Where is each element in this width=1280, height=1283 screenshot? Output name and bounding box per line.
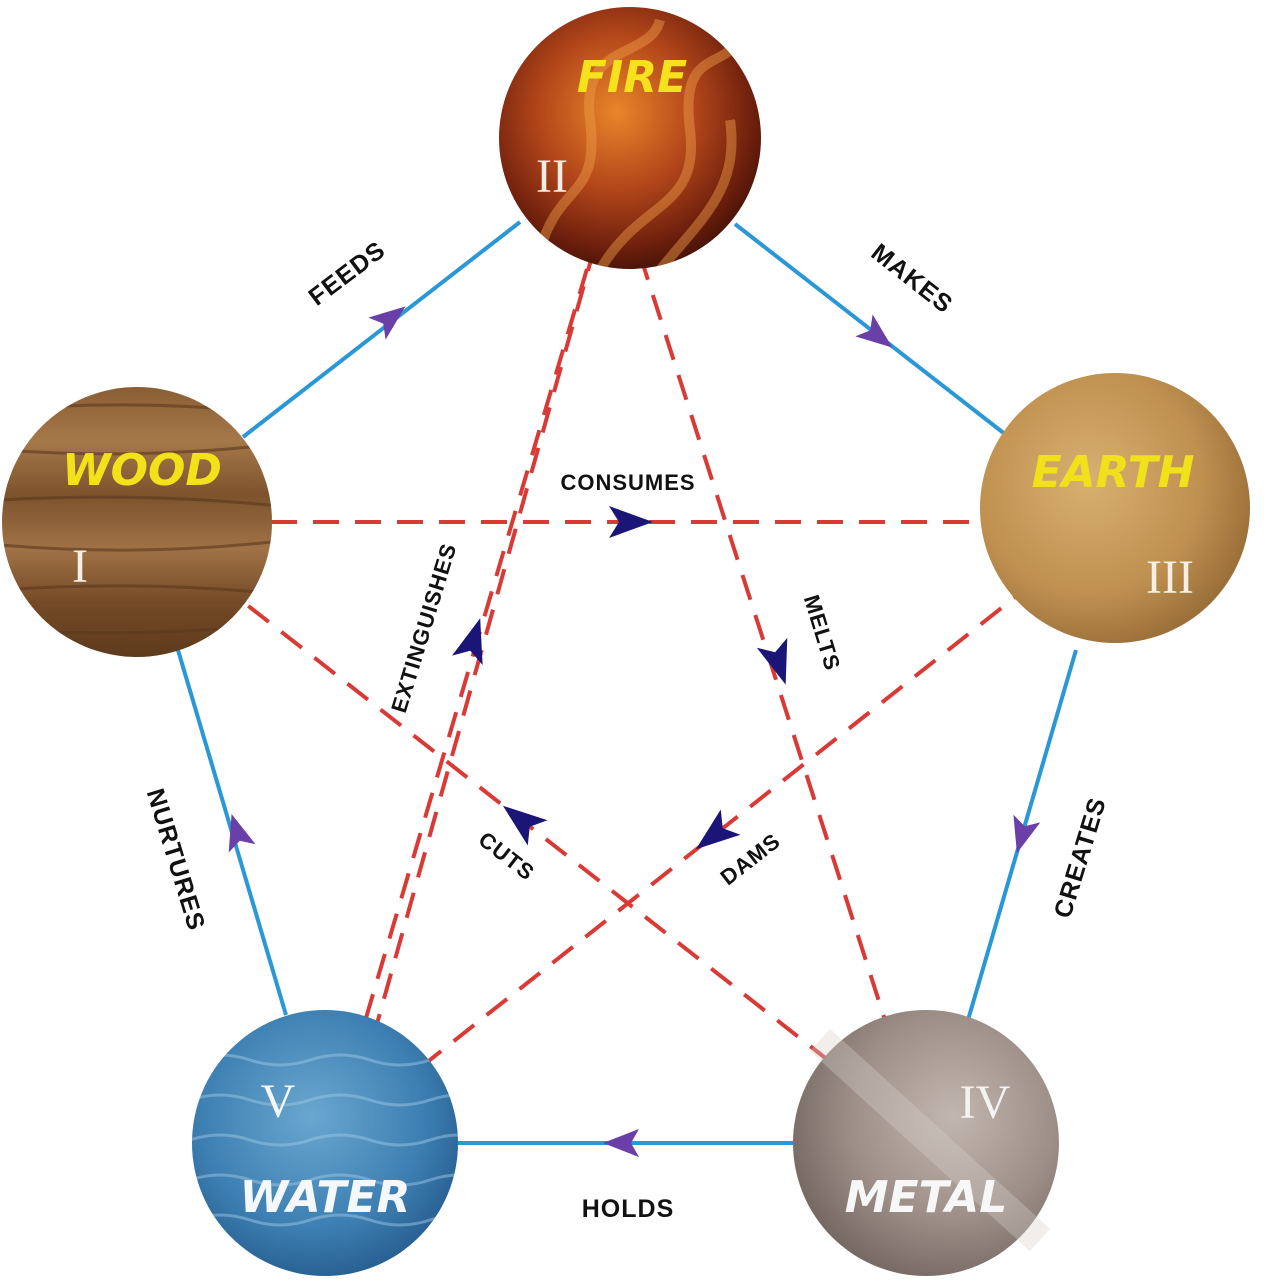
holds-label: HOLDS [582,1195,675,1223]
consumes-label: CONSUMES [560,470,695,495]
earth-name: EARTH [1032,447,1195,498]
controlling-cycle-arrows [452,506,788,850]
water-element: V WATER [192,1010,458,1276]
makes-label: MAKES [866,238,958,319]
flame-texture [535,18,745,269]
water-fire-dashed-line-2 [348,209,607,1121]
controlling-cycle-lines [143,139,1110,1146]
extinguishes-arrow [452,618,483,665]
creates-label: CREATES [1049,794,1112,921]
water-name: WATER [240,1172,411,1223]
wood-element: WOOD I [2,387,272,657]
generating-cycle-lines [176,220,1078,1145]
earth-element: EARTH III [980,373,1250,643]
cuts-arrow [502,805,548,846]
nurtures-label: NURTURES [141,785,211,934]
feeds-label: FEEDS [303,236,390,312]
metal-sheen [809,1028,1051,1252]
fire-name: FIRE [577,52,687,103]
feeds-arrow [368,306,406,340]
extinguishes-label: EXTINGUISHES [386,540,461,715]
wood-circle [2,387,272,657]
melts-label: MELTS [799,592,846,674]
fire-element: FIRE II [499,7,761,269]
metal-circle [793,1010,1059,1276]
dams-arrow [695,809,741,850]
melts-arrow [756,637,788,685]
consumes-arrow [609,506,653,538]
earth-numeral: III [1146,551,1194,604]
creates-arrow [1013,814,1041,854]
wood-numeral: I [72,540,88,593]
generating-cycle-arrows [228,306,1041,1157]
fire-metal-dashed-line [638,254,927,1146]
fire-numeral: II [536,150,568,203]
water-circle [192,1010,458,1276]
fire-circle [499,7,761,269]
wood-fire-line [241,220,522,439]
metal-name: METAL [845,1172,1008,1223]
water-numeral: V [261,1075,296,1128]
holds-arrow [603,1129,639,1157]
nurtures-arrow [228,813,256,853]
earth-circle [980,373,1250,643]
wood-name: WOOD [62,445,222,496]
cuts-label: CUTS [474,827,540,886]
makes-arrow [855,314,893,348]
metal-numeral: IV [960,1076,1011,1129]
metal-element: IV METAL [793,1010,1059,1276]
